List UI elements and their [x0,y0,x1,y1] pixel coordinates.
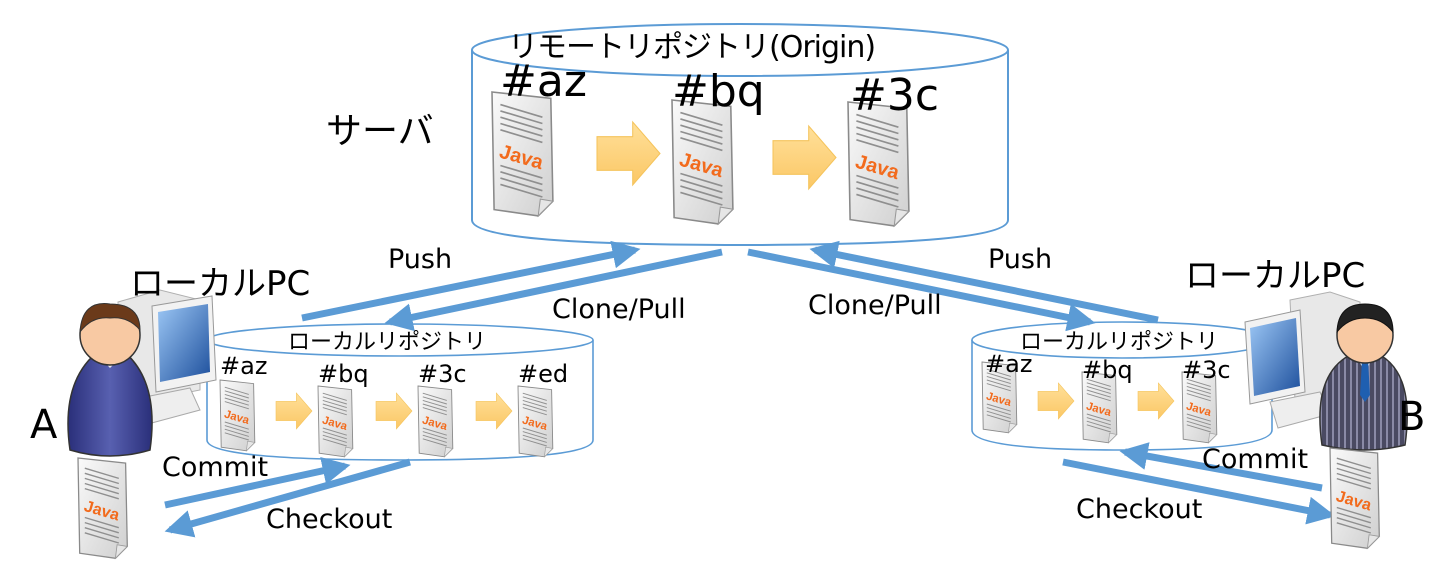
remote-commit-label-3c: #3c [850,70,940,121]
commit-label-b: Commit [1202,444,1309,475]
local-a-commit-label-az: #az [220,352,268,380]
checkout-arrow-b [1062,458,1336,525]
local-repository-a-title: ローカルリポジトリ [288,330,487,355]
push-label-a: Push [388,244,453,275]
commit-arrow-a [164,457,351,509]
local-a-commit-label-ed: #ed [518,360,569,388]
local-b-commit-label-bq: #bq [1082,356,1133,384]
remote-commit-label-bq: #bq [672,66,765,117]
pull-label-b: Clone/Pull [808,290,942,321]
local-a-commit-file-az [219,379,256,452]
user-b-working-file [1329,447,1380,549]
local-a-commit-file-bq [317,385,354,458]
checkout-label-a: Checkout [266,504,393,535]
local-b-commit-label-3c: #3c [1182,356,1231,384]
push-arrow-a [301,240,641,322]
user-a-working-file [77,457,128,559]
remote-commit-file-az [491,91,554,217]
pull-label-a: Clone/Pull [552,294,686,325]
server-label: サーバ [326,111,434,152]
pull-arrow-a [384,248,723,332]
user-a-avatar-icon [67,303,153,457]
local-b-commit-label-az: #az [985,350,1033,378]
local-a-commit-file-ed [517,385,554,458]
remote-commit-label-az: #az [500,56,587,107]
push-label-b: Push [988,244,1053,275]
local-a-commit-label-3c: #3c [418,360,467,388]
user-b-avatar-icon [1319,303,1408,451]
user-a-label: A [30,402,58,448]
checkout-arrow-a [164,458,411,538]
checkout-label-b: Checkout [1076,494,1203,525]
pull-arrow-b [747,248,1096,332]
user-b-label: B [1398,394,1426,440]
remote-repository-title: リモートリポジトリ(Origin) [508,30,876,65]
push-arrow-b [809,240,1159,324]
remote-commit-file-bq [671,99,734,225]
commit-arrow-b [1119,442,1323,492]
local-pc-a-label: ローカルPC [130,264,311,304]
local-a-commit-label-bq: #bq [318,360,369,388]
local-repository-b-title: ローカルリポジトリ [1020,330,1219,355]
local-a-commit-file-3c [417,385,454,458]
local-pc-b-label: ローカルPC [1185,256,1366,296]
commit-label-a: Commit [162,452,269,483]
